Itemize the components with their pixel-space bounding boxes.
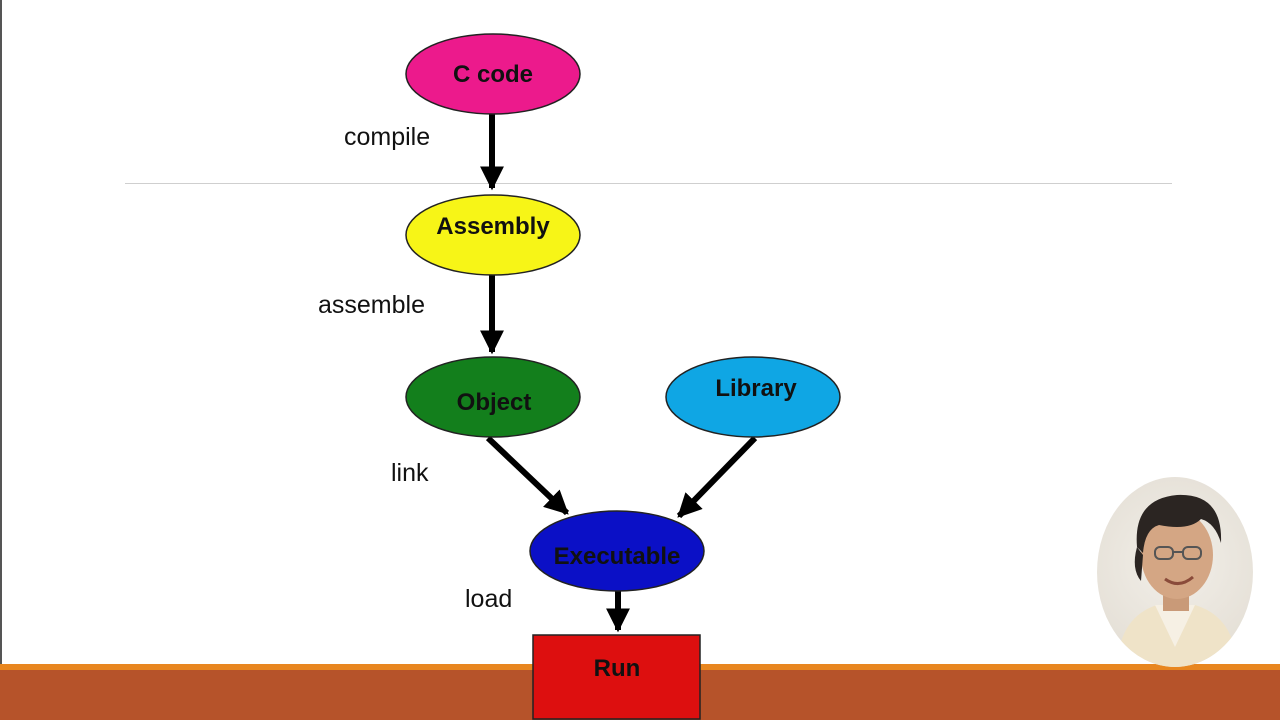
edge-link-library — [676, 435, 758, 519]
label-assemble: assemble — [318, 291, 425, 319]
node-c-code — [405, 33, 581, 115]
presenter-avatar — [1097, 477, 1253, 667]
node-executable-label: Executable — [554, 543, 681, 570]
node-library — [665, 356, 841, 438]
node-object — [405, 356, 581, 438]
node-c-code-label: C code — [453, 61, 533, 88]
presenter-avatar-icon — [1117, 494, 1237, 667]
node-run-label: Run — [594, 655, 641, 682]
label-link: link — [391, 459, 429, 487]
edge-link-object — [485, 435, 570, 516]
label-compile: compile — [344, 123, 430, 151]
node-assembly — [405, 194, 581, 276]
title-divider — [125, 183, 1172, 184]
node-executable — [529, 510, 705, 592]
label-load: load — [465, 585, 512, 613]
node-object-label: Object — [457, 389, 532, 416]
node-run — [532, 634, 701, 720]
node-assembly-label: Assembly — [436, 213, 550, 240]
node-library-label: Library — [715, 375, 797, 402]
slide-left-edge — [0, 0, 2, 668]
